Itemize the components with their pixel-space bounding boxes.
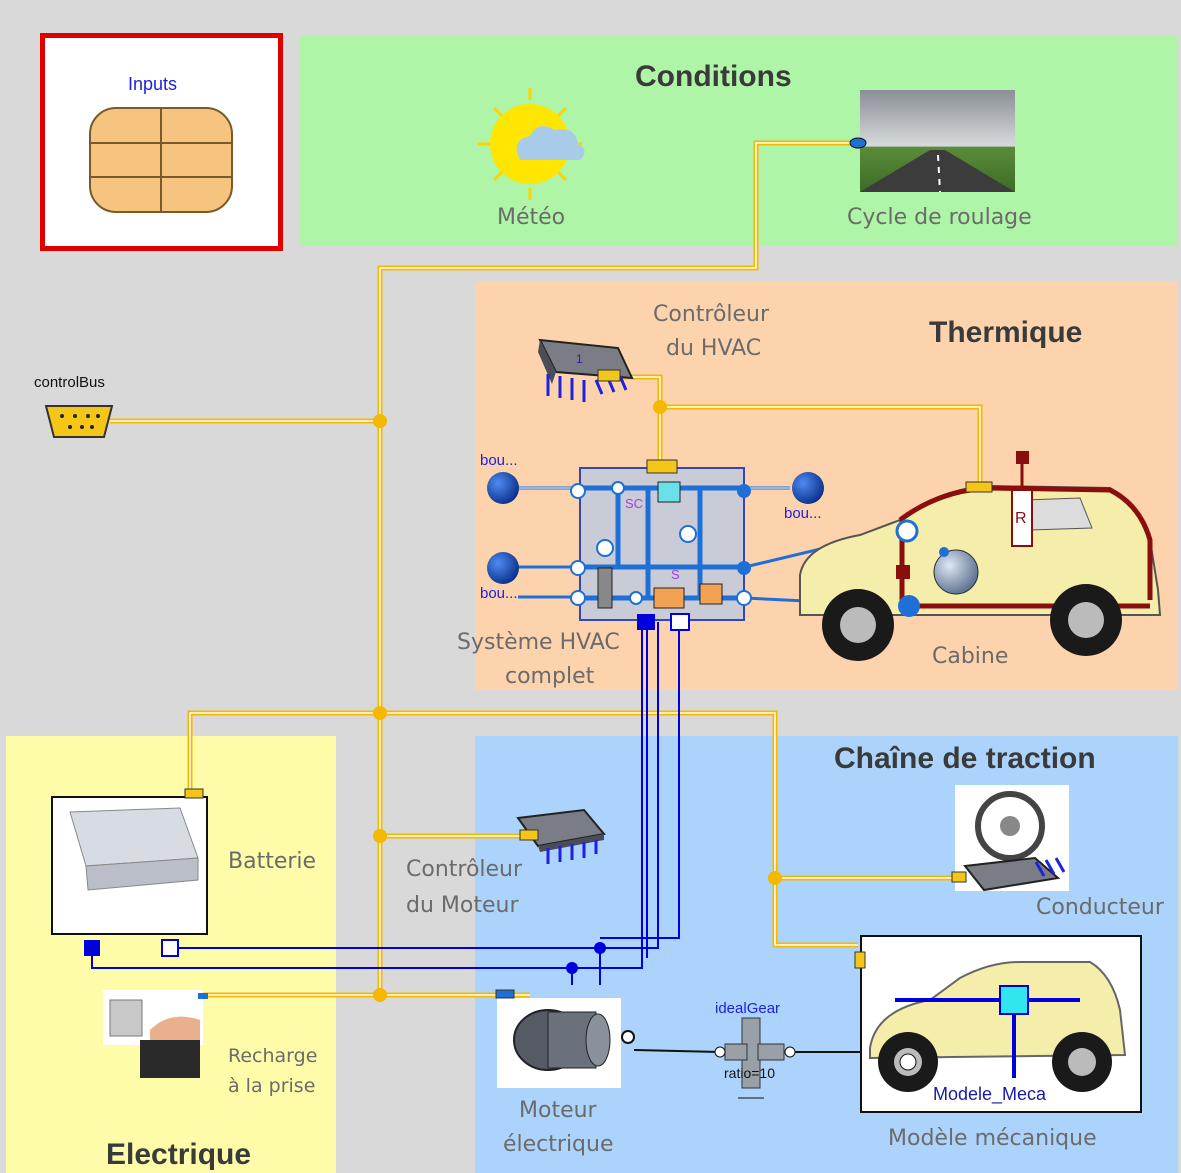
ideal-gear-label: idealGear (715, 1000, 781, 1017)
electric-junctions (566, 942, 606, 974)
inputs-icon (89, 107, 233, 213)
conditions-title: Conditions (635, 60, 792, 93)
modele-mecanique-label: Modèle mécanique (888, 1126, 1097, 1151)
road-image-icon (860, 90, 1015, 193)
motor-controller-chip-icon (516, 808, 606, 864)
recharge-label-1: Recharge (228, 1045, 318, 1067)
electric-motor-image (495, 989, 635, 1088)
hvac-system-block (570, 459, 752, 631)
control-bus-label: controlBus (34, 374, 105, 391)
hvac-system-label-1: Système HVAC (457, 630, 620, 655)
cycle-bus-port-icon (849, 137, 867, 149)
hvac-controller-chip-icon (538, 338, 634, 402)
s-label: S (671, 567, 680, 582)
conducteur-label: Conducteur (1036, 895, 1164, 920)
bus-lines (110, 140, 983, 1002)
boundary-label-right: bou... (784, 505, 822, 522)
boundary-spheres (487, 472, 824, 584)
cabine-label: Cabine (932, 644, 1009, 669)
recharge-label-2: à la prise (228, 1075, 316, 1097)
weather-sun-cloud-icon (478, 88, 585, 200)
moteur-label-2: électrique (503, 1132, 614, 1157)
recharge-plug-image (103, 990, 208, 1078)
region-conditions (300, 36, 1178, 246)
boundary-label-top-left: bou... (480, 452, 518, 469)
meteo-label: Météo (497, 205, 566, 230)
electrique-title: Electrique (106, 1138, 252, 1171)
ratio-label: ratio=10 (724, 1065, 775, 1081)
mechanical-model-block (854, 935, 1142, 1113)
control-bus-connector-icon (44, 405, 114, 438)
motor-controller-label-2: du Moteur (406, 893, 519, 918)
hvac-controller-label-1: Contrôleur (653, 302, 770, 327)
hvac-system-label-2: complet (505, 664, 595, 689)
ideal-gear-icon (633, 1017, 905, 1099)
batterie-label: Batterie (228, 849, 317, 874)
battery-image (51, 788, 208, 957)
modele-meca-label: Modele_Meca (933, 1084, 1047, 1104)
hvac-controller-label-2: du HVAC (666, 336, 762, 361)
chip-number-label: 1 (576, 352, 583, 366)
electric-lines (91, 622, 680, 985)
cabin-car-icon (799, 451, 1162, 661)
r-label: R (1015, 510, 1027, 527)
thermique-title: Thermique (929, 316, 1083, 349)
inputs-label: Inputs (128, 74, 178, 94)
traction-title: Chaîne de traction (834, 742, 1096, 775)
driver-steering-wheel-icon (951, 785, 1069, 892)
cycle-label: Cycle de roulage (847, 205, 1032, 230)
sc-label: SC (625, 496, 644, 511)
motor-controller-label-1: Contrôleur (406, 857, 523, 882)
boundary-label-bottom-left: bou... (480, 585, 518, 602)
moteur-label-1: Moteur (519, 1098, 597, 1123)
